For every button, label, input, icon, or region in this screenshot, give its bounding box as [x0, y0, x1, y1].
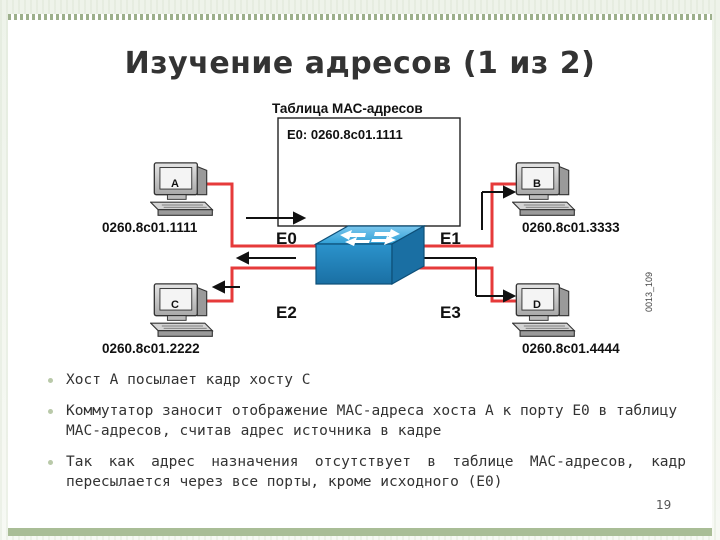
host-d-mac: 0260.8c01.4444: [522, 341, 620, 356]
host-d-letter: D: [533, 299, 541, 311]
slide-number: 19: [656, 498, 672, 512]
host-b-mac: 0260.8c01.3333: [522, 220, 620, 235]
port-e2-label: E2: [276, 303, 297, 322]
host-d-computer-icon: [512, 283, 575, 337]
port-e3-label: E3: [440, 303, 461, 322]
figure-code: 0013_109: [644, 271, 654, 312]
host-c-mac: 0260.8c01.2222: [102, 341, 200, 356]
bullet-item: Так как адрес назначения отсутствует в т…: [46, 452, 686, 492]
port-e0-label: E0: [276, 229, 297, 248]
bullet-item: Коммутатор заносит отображение МАС-адрес…: [46, 401, 686, 441]
frame-flow-arrows: [211, 185, 517, 303]
link-host-b: [412, 182, 518, 248]
switch-icon: [313, 224, 427, 286]
link-host-c: [202, 266, 316, 303]
host-b-computer-icon: [512, 162, 575, 216]
host-c-letter: C: [171, 299, 179, 311]
mac-table-entry: E0: 0260.8c01.1111: [287, 127, 403, 142]
link-host-a: [202, 182, 316, 248]
mac-table-title: Таблица МАС-адресов: [272, 101, 423, 116]
port-e1-label: E1: [440, 229, 461, 248]
bullet-list: Хост А посылает кадр хосту С Коммутатор …: [46, 370, 686, 503]
mac-table-box: [277, 117, 461, 227]
host-a-letter: A: [171, 178, 179, 190]
slide-title: Изучение адресов (1 из 2): [124, 46, 596, 81]
host-a-mac: 0260.8c01.1111: [102, 220, 198, 235]
top-border: [8, 14, 712, 20]
bullet-item: Хост А посылает кадр хосту С: [46, 370, 686, 390]
host-a-computer-icon: [150, 162, 213, 216]
bottom-bar: [8, 528, 712, 536]
host-c-computer-icon: [150, 283, 213, 337]
host-b-letter: B: [533, 178, 541, 190]
